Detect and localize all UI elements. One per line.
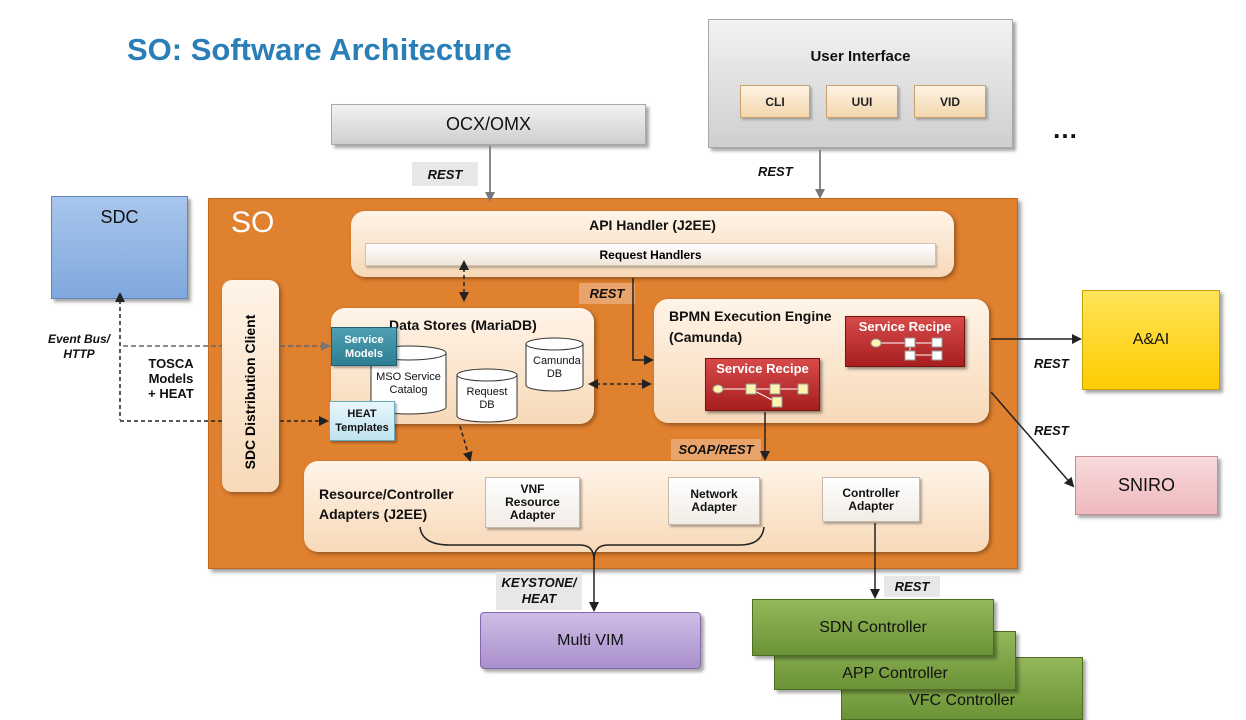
ui-vid-box: VID — [914, 85, 986, 118]
event-bus-label: Event Bus/ HTTP — [44, 332, 114, 362]
camunda-db: Camunda DB — [525, 337, 584, 392]
ocx-omx-label: OCX/OMX — [445, 114, 531, 134]
network-adapter-label: Network Adapter — [690, 487, 738, 514]
service-recipe-label-2: Service Recipe — [716, 361, 809, 376]
workflow-icon — [870, 337, 943, 361]
service-models-box: Service Models — [331, 327, 397, 366]
page-title: SO: Software Architecture — [127, 32, 512, 67]
network-adapter-box: Network Adapter — [668, 477, 760, 525]
controller-adapter-box: Controller Adapter — [822, 477, 920, 522]
keystone-heat-badge: KEYSTONE/ HEAT — [496, 572, 582, 610]
sdn-controller-label: SDN Controller — [819, 618, 927, 636]
adapters-label-line2: Adapters (J2EE) — [319, 506, 428, 522]
controller-adapter-label: Controller Adapter — [842, 485, 900, 513]
request-handlers-bar: Request Handlers — [365, 243, 936, 266]
rest-controllers-badge: REST — [884, 576, 940, 597]
heat-templates-label: HEAT Templates — [335, 408, 389, 434]
tosca-label-2: Models — [148, 371, 194, 386]
service-recipe-label-1: Service Recipe — [858, 319, 952, 334]
multi-vim-box: Multi VIM — [480, 612, 701, 669]
camunda-db-label: Camunda DB — [533, 355, 581, 380]
bpmn-engine-label-line2: (Camunda) — [669, 329, 743, 345]
event-bus-label-2: HTTP — [63, 347, 95, 361]
tosca-label: TOSCA Models + HEAT — [140, 356, 202, 401]
user-interface-label: User Interface — [810, 48, 911, 65]
keystone-heat-label-2: HEAT — [521, 591, 557, 606]
adapters-label-line1: Resource/Controller — [319, 486, 454, 502]
ui-uui-label: UUI — [851, 94, 873, 109]
request-db-label: Request DB — [466, 386, 508, 411]
data-stores-label: Data Stores (MariaDB) — [389, 317, 537, 333]
service-models-label: Service Models — [344, 333, 384, 360]
mso-catalog-db: MSO Service Catalog — [370, 345, 447, 415]
sniro-box: SNIRO — [1075, 456, 1218, 515]
request-handlers-label: Request Handlers — [599, 247, 702, 262]
service-recipe-box-1: Service Recipe — [845, 316, 965, 367]
mso-catalog-label: MSO Service Catalog — [376, 371, 441, 396]
ui-vid-label: VID — [939, 94, 960, 109]
so-label: SO — [231, 206, 275, 239]
keystone-heat-label-1: KEYSTONE/ — [501, 575, 577, 590]
sdc-distribution-client-label: SDC Distribution Client — [242, 314, 258, 470]
sdn-controller-box: SDN Controller — [752, 599, 994, 656]
rest-internal-badge: REST — [579, 283, 635, 304]
vfc-controller-label: VFC Controller — [909, 692, 1015, 709]
api-handler-label: API Handler (J2EE) — [589, 217, 716, 233]
soap-rest-label: SOAP/REST — [678, 442, 754, 457]
vnf-adapter-label: VNF Resource Adapter — [505, 482, 560, 522]
rest-sniro-label: REST — [1034, 423, 1069, 438]
sniro-label: SNIRO — [1117, 475, 1175, 495]
ui-cli-box: CLI — [740, 85, 810, 118]
event-bus-label-1: Event Bus/ — [47, 332, 110, 346]
ocx-omx-box: OCX/OMX — [331, 104, 646, 145]
tosca-label-1: TOSCA — [148, 356, 194, 371]
rest-internal-label: REST — [589, 286, 625, 301]
sdc-label: SDC — [100, 207, 139, 227]
rest-aai-label: REST — [1034, 356, 1069, 371]
soap-rest-badge: SOAP/REST — [671, 439, 761, 460]
rest-ui-label: REST — [758, 164, 793, 179]
request-db: Request DB — [456, 368, 518, 423]
multi-vim-label: Multi VIM — [557, 631, 624, 649]
rest-ocx-badge: REST — [412, 162, 478, 186]
ellipsis: … — [1052, 114, 1078, 144]
cylinder-icon — [456, 368, 518, 423]
vnf-adapter-box: VNF Resource Adapter — [485, 477, 580, 528]
rest-controllers-label: REST — [894, 579, 930, 594]
sdc-box: SDC — [51, 196, 188, 299]
rest-ocx-label: REST — [427, 166, 463, 182]
cylinder-icon — [525, 337, 584, 392]
sdc-distribution-client-panel — [222, 280, 279, 492]
workflow-icon — [712, 383, 809, 408]
user-interface-box: User Interface — [708, 19, 1013, 148]
bpmn-engine-label-line1: BPMN Execution Engine — [669, 308, 832, 324]
tosca-label-3: + HEAT — [148, 386, 194, 401]
ui-uui-box: UUI — [826, 85, 898, 118]
ui-cli-label: CLI — [765, 94, 785, 109]
app-controller-label: APP Controller — [842, 665, 948, 682]
aai-label: A&AI — [1132, 331, 1170, 348]
aai-box: A&AI — [1082, 290, 1220, 390]
heat-templates-box: HEAT Templates — [329, 401, 395, 441]
service-recipe-box-2: Service Recipe — [705, 358, 820, 411]
